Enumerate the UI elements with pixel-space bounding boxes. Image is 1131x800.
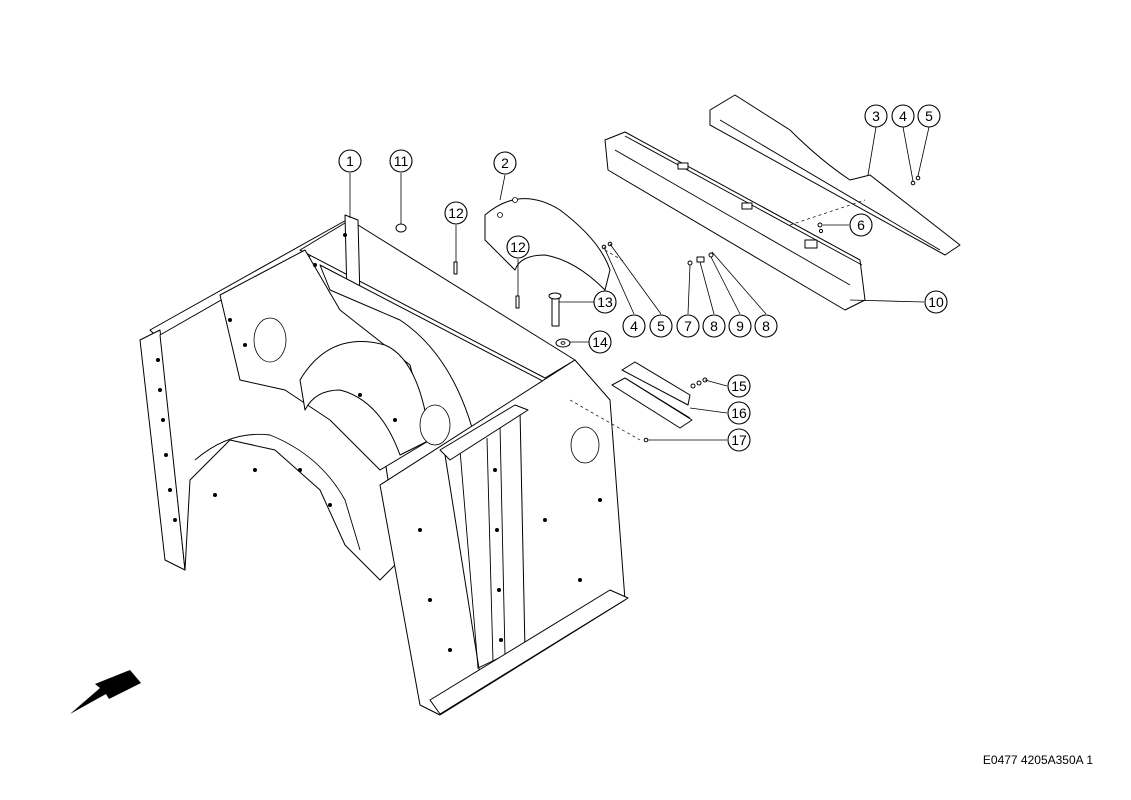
callout-12: 12 — [506, 235, 530, 259]
callout-label: 3 — [872, 108, 880, 124]
callout-2: 2 — [493, 151, 517, 175]
callout-10: 10 — [924, 290, 948, 314]
callout-3: 3 — [864, 104, 888, 128]
callout-label: 11 — [394, 153, 409, 169]
callout-5: 5 — [649, 314, 673, 338]
callout-16: 16 — [727, 401, 751, 425]
frame-assembly — [139, 214, 629, 716]
callout-7: 7 — [676, 314, 700, 338]
curved-shield — [484, 198, 611, 291]
callout-6: 6 — [849, 213, 873, 237]
callout-5: 5 — [917, 104, 941, 128]
callout-label: 5 — [925, 108, 933, 124]
long-cover — [709, 94, 961, 256]
callout-1: 1 — [338, 149, 362, 173]
callout-17: 17 — [727, 428, 751, 452]
callout-12: 12 — [444, 201, 468, 225]
callout-label: 10 — [928, 294, 944, 310]
callout-label: 4 — [899, 108, 907, 124]
small-channel-upper — [621, 361, 691, 406]
callout-label: 9 — [736, 318, 744, 334]
callout-9: 9 — [728, 314, 752, 338]
callout-label: 13 — [597, 294, 613, 310]
drawing-code: E0477 4205A350A 1 — [982, 753, 1093, 767]
callout-label: 12 — [448, 205, 464, 221]
callout-label: 15 — [731, 378, 747, 394]
arrow-down-left-icon — [70, 670, 141, 714]
long-channel — [604, 131, 866, 311]
callout-label: 7 — [684, 318, 692, 334]
callout-13: 13 — [593, 290, 617, 314]
callout-label: 8 — [762, 318, 770, 334]
callout-label: 4 — [630, 318, 638, 334]
callout-8: 8 — [702, 314, 726, 338]
callout-8: 8 — [754, 314, 778, 338]
callout-4: 4 — [891, 104, 915, 128]
fastener-dots — [156, 233, 602, 652]
callout-label: 14 — [592, 334, 608, 350]
callout-label: 6 — [857, 217, 865, 233]
callout-label: 8 — [710, 318, 718, 334]
callout-label: 16 — [731, 405, 747, 421]
callout-14: 14 — [588, 330, 612, 354]
callout-label: 12 — [510, 239, 526, 255]
callout-4: 4 — [622, 314, 646, 338]
callout-label: 2 — [501, 155, 509, 171]
callout-label: 17 — [731, 432, 747, 448]
callout-11: 11 — [389, 149, 413, 173]
callout-15: 15 — [727, 374, 751, 398]
loose-hardware — [395, 175, 921, 443]
leader-lines — [349, 126, 930, 441]
callout-label: 1 — [346, 153, 354, 169]
small-channel-lower — [611, 377, 693, 429]
callout-label: 5 — [657, 318, 665, 334]
callouts: 1 11 12 2 12 13 14 4 5 7 8 9 8 10 3 4 5 … — [338, 104, 948, 452]
